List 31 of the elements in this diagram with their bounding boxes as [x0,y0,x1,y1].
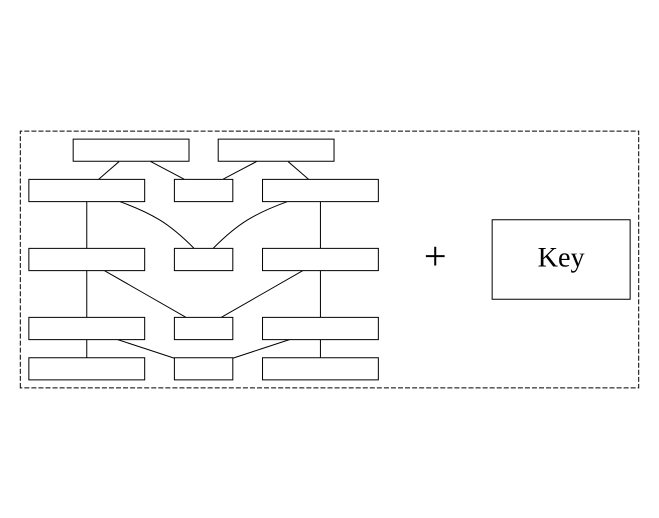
connector [118,338,174,358]
node-box [174,178,234,202]
node-box [262,178,379,202]
connector [320,201,321,248]
node-box [28,247,146,271]
connector [104,270,186,318]
node-box [174,356,234,380]
connector [86,201,88,248]
label: + [424,233,447,278]
connector [120,200,194,248]
node-box [28,178,146,202]
connector [320,270,321,317]
node-box [28,356,146,380]
node-box [262,356,379,380]
node-box: Key [492,218,631,300]
connector [86,339,88,358]
connector [221,270,303,318]
connector [213,200,288,248]
node-box [174,316,234,340]
connector [320,339,321,358]
connector [150,160,184,180]
cluster [20,130,640,388]
node-box [218,138,335,162]
node-box [72,138,190,162]
connector [232,338,290,358]
node-box [174,247,234,271]
connector [86,270,88,317]
connector [222,160,257,180]
node-box [262,247,379,271]
node-box [262,316,379,340]
node-box [28,316,146,340]
